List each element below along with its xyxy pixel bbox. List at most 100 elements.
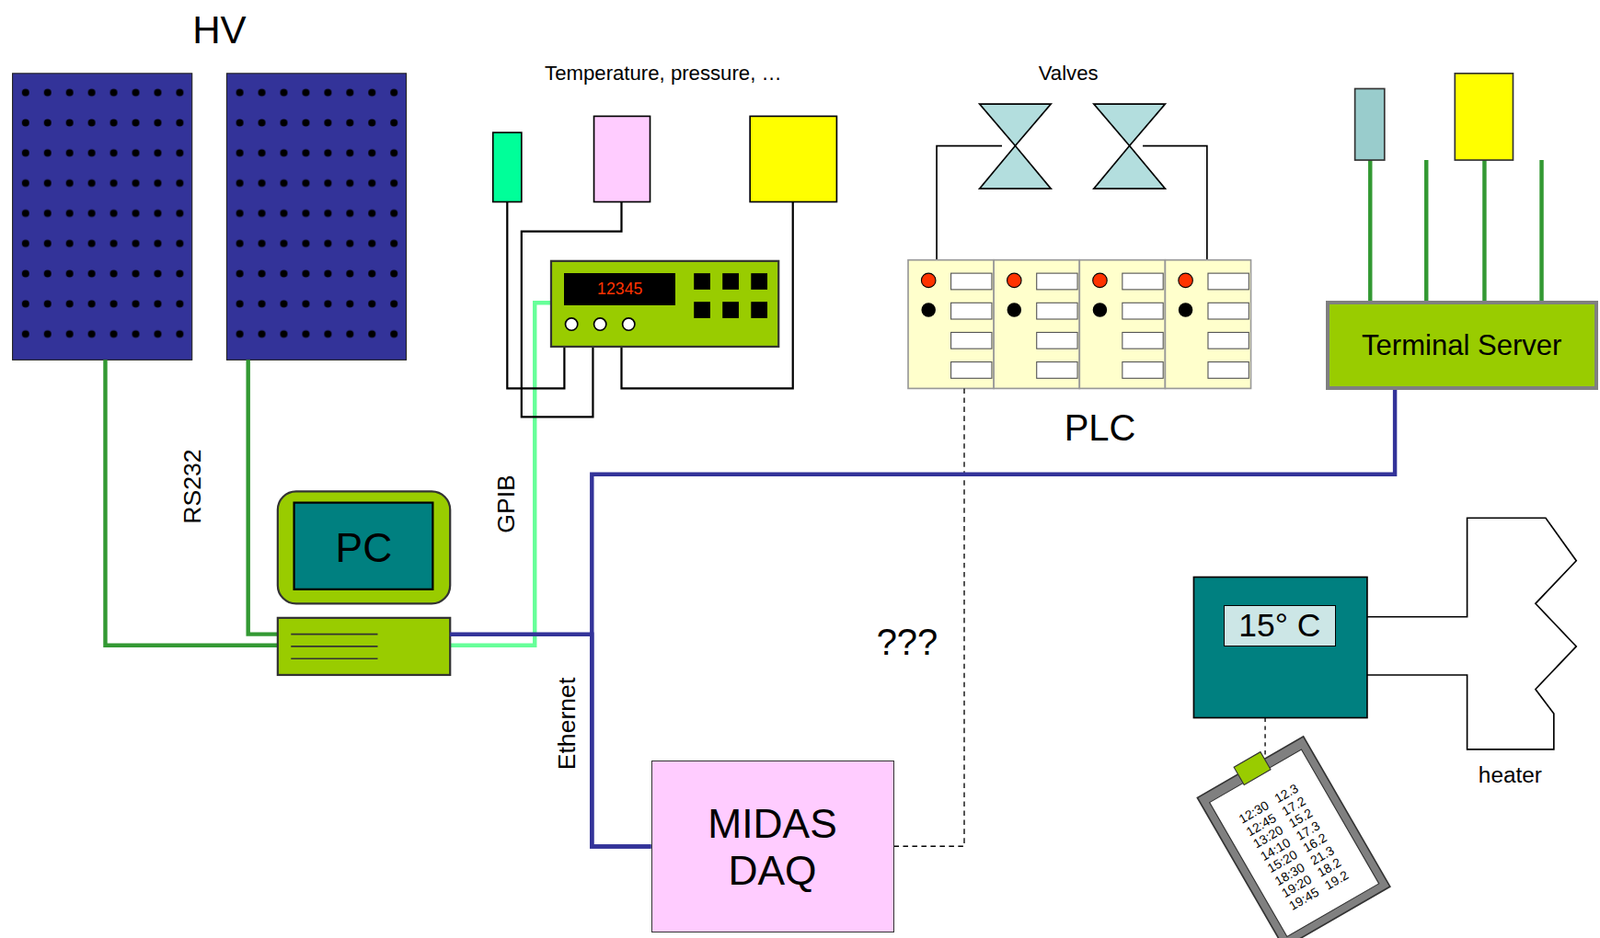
log-link xyxy=(1264,718,1266,764)
plc-slot xyxy=(1036,273,1078,290)
plc-slot xyxy=(1122,332,1163,349)
plc-slot xyxy=(1122,362,1163,380)
sensors xyxy=(749,115,837,202)
plc-led xyxy=(1007,302,1023,318)
controller xyxy=(1193,577,1367,719)
valves xyxy=(979,146,1052,190)
clipboard xyxy=(1209,749,1380,938)
multimeter xyxy=(622,318,635,331)
valves xyxy=(979,103,1166,189)
plc-slot xyxy=(1122,302,1163,320)
part-label: heater xyxy=(1478,764,1543,787)
daq-box: MIDAS DAQ xyxy=(651,760,895,933)
heading-label: HV xyxy=(192,11,247,50)
group-label: Valves xyxy=(1038,63,1099,84)
plc-module xyxy=(993,260,1080,390)
computer xyxy=(277,491,450,604)
computer xyxy=(277,618,450,676)
valve-wires xyxy=(936,146,1208,261)
plc-led xyxy=(920,273,936,288)
clipboard xyxy=(1197,736,1390,938)
plc-slot xyxy=(1036,332,1078,349)
meter-display: 12345 xyxy=(564,273,676,305)
terminal-server-box: Terminal Server xyxy=(1325,300,1599,390)
plc-led xyxy=(1093,273,1108,288)
node-label: PC xyxy=(335,524,393,572)
plc-slot xyxy=(1036,362,1078,380)
sensor-wires xyxy=(506,202,793,418)
node-label: Terminal Server xyxy=(1361,329,1562,363)
multimeter xyxy=(565,318,578,331)
note-label: ??? xyxy=(876,624,939,662)
bus-label: RS232 xyxy=(179,448,205,524)
computer xyxy=(277,491,450,676)
clipboard xyxy=(1193,729,1391,938)
plc-slot xyxy=(1036,302,1078,320)
multimeter xyxy=(750,301,768,319)
plc-led xyxy=(1093,302,1108,318)
pc-box: PC xyxy=(277,492,450,677)
clipboard xyxy=(1233,752,1271,786)
bus-label: Ethernet xyxy=(553,678,579,772)
valve-wires xyxy=(936,146,1002,261)
sensors xyxy=(594,115,651,202)
rs232-cables xyxy=(248,359,278,634)
part-label: PLC xyxy=(1064,410,1137,448)
terminal-lines xyxy=(1369,160,1542,301)
plc-module xyxy=(1079,260,1165,390)
rs232-cables xyxy=(104,359,277,645)
serial-devices xyxy=(1355,88,1385,161)
hv-crates xyxy=(16,77,188,349)
plc-led xyxy=(1007,273,1023,288)
hv-crates xyxy=(230,77,403,349)
multimeter xyxy=(551,261,779,347)
sensors xyxy=(493,132,522,202)
terminal-lines xyxy=(1369,160,1542,301)
hv-crates xyxy=(12,73,407,361)
heater-wires xyxy=(1367,517,1577,750)
serial-devices xyxy=(1454,73,1513,161)
valves xyxy=(1093,146,1166,190)
multimeter xyxy=(594,318,607,331)
gpib-cable xyxy=(449,302,552,646)
group-label: Temperature, pressure, … xyxy=(544,63,783,84)
plc-slot xyxy=(1208,273,1249,290)
plc-link xyxy=(894,388,966,847)
multimeter xyxy=(693,301,711,319)
serial-devices xyxy=(1355,73,1514,161)
plc-slot xyxy=(1122,273,1163,290)
plc-led xyxy=(920,302,936,318)
valves xyxy=(1093,103,1166,146)
bus-label: GPIB xyxy=(494,474,519,534)
node-label: MIDAS DAQ xyxy=(707,800,838,895)
plc-slot xyxy=(951,273,992,290)
plc-slot xyxy=(951,302,992,320)
plc-slot xyxy=(951,362,992,380)
node-label: 12345 xyxy=(597,279,643,299)
computer xyxy=(294,503,434,590)
temperature-display: 15° C xyxy=(1223,605,1336,647)
computer xyxy=(290,634,378,660)
sensors xyxy=(493,115,838,202)
gpib-cable xyxy=(449,302,552,646)
multimeter xyxy=(750,273,768,290)
valve-wires xyxy=(1142,146,1208,261)
multimeter xyxy=(722,301,739,319)
hv-crates xyxy=(12,73,193,361)
plc-module xyxy=(908,260,994,390)
hv-crates xyxy=(226,73,406,361)
valves xyxy=(979,103,1052,146)
log-link xyxy=(1264,718,1266,764)
plc-led xyxy=(1178,302,1194,318)
node-label: 15° C xyxy=(1238,607,1321,645)
multimeter xyxy=(693,273,711,290)
multimeter xyxy=(551,261,779,347)
plc-slot xyxy=(1208,332,1249,349)
heater-wires xyxy=(1367,517,1577,750)
plc-slot xyxy=(951,332,992,349)
plc-led xyxy=(1178,273,1194,288)
plc-link xyxy=(894,388,966,847)
plc-slot xyxy=(1208,362,1249,380)
controller xyxy=(1193,577,1367,719)
rs232-cables xyxy=(104,359,277,645)
